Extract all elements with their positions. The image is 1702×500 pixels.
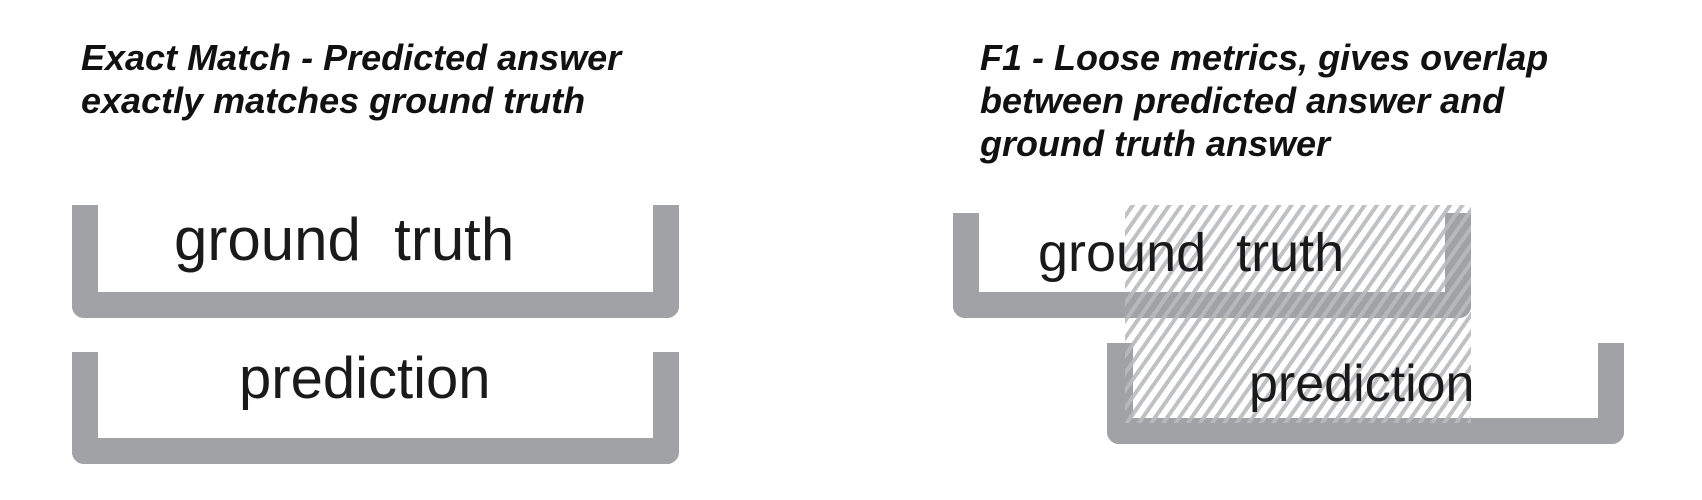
- exact-match-heading-line-2: exactly matches ground truth: [81, 80, 586, 121]
- f1-heading-line-1: F1 - Loose metrics, gives overlap: [980, 37, 1549, 78]
- f1-heading-line-3: ground truth answer: [980, 123, 1330, 164]
- f1-ground-truth-label: ground truth: [1038, 223, 1345, 283]
- exact-match-heading: Exact Match - Predicted answer exactly m…: [81, 36, 621, 122]
- f1-prediction-label: prediction: [1249, 355, 1475, 413]
- exact-match-ground-truth-bracket: [72, 205, 679, 318]
- f1-overlap-hatched-region: [1125, 205, 1471, 423]
- exact-match-prediction-label: prediction: [239, 346, 491, 411]
- exact-match-prediction-bracket: [72, 352, 679, 464]
- f1-heading: F1 - Loose metrics, gives overlap betwee…: [980, 36, 1548, 165]
- f1-heading-line-2: between predicted answer and: [980, 80, 1505, 121]
- exact-match-ground-truth-label: ground truth: [174, 206, 515, 273]
- exact-match-heading-line-1: Exact Match - Predicted answer: [81, 37, 622, 78]
